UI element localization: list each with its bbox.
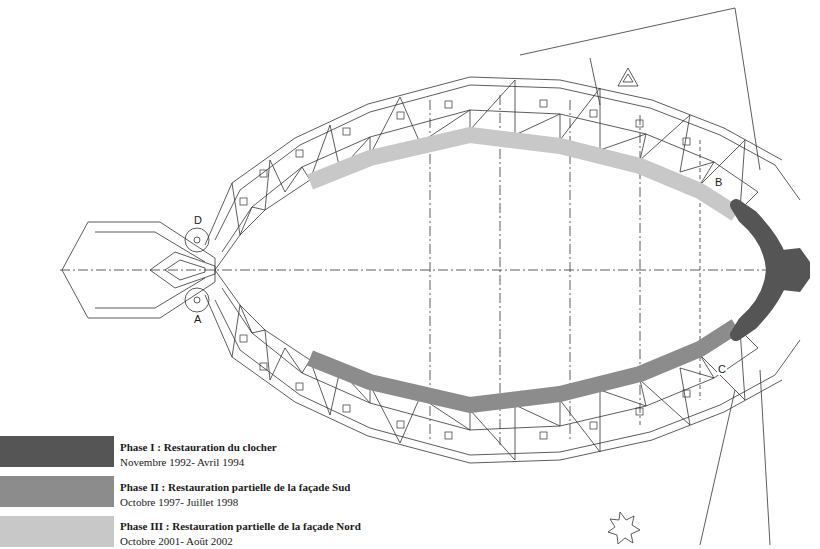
phase-dates: Octobre 2001- Août 2002 — [120, 535, 233, 548]
legend-swatch — [0, 476, 114, 507]
legend-text: Phase II : Restauration partielle de la … — [120, 481, 350, 494]
callout-letter: A — [193, 313, 202, 325]
legend-text: Phase III : Restauration partielle de la… — [120, 520, 361, 533]
phase-dates: Octobre 1997- Juillet 1998 — [120, 496, 238, 509]
legend-text: Phase I : Restauration du clocher — [120, 441, 277, 454]
legend-swatch — [0, 516, 114, 547]
legend-swatch — [0, 436, 114, 467]
callout-letter: C — [717, 363, 727, 375]
callout-letter: B — [714, 176, 723, 188]
callout-letter: D — [193, 214, 203, 226]
phase-dates: Novembre 1992- Avril 1994 — [120, 456, 244, 469]
